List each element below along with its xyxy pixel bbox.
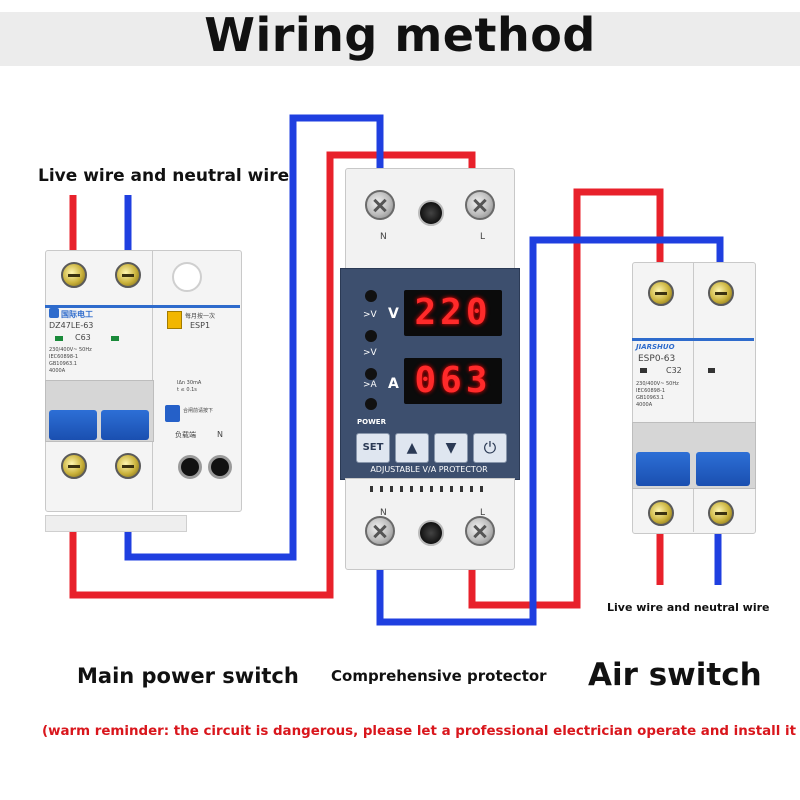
terminal-label: L — [480, 508, 486, 518]
terminal-screw-icon[interactable] — [465, 190, 495, 220]
protector-to-air-live-wire — [468, 188, 664, 609]
protector-caption: ADJUSTABLE V/A PROTECTOR — [370, 465, 488, 474]
protector-label: Comprehensive protector — [331, 667, 547, 685]
brand-name: 国际电工 — [61, 310, 93, 319]
breaker-toggle-lever[interactable] — [101, 410, 149, 440]
undervoltage-label: >V — [363, 348, 377, 358]
spec-line: IEC60898-1 — [636, 388, 666, 394]
set-button-label: SET — [362, 442, 384, 453]
indicator-led — [365, 398, 377, 410]
air-switch-label: Air switch — [588, 657, 762, 693]
spec-line: 4000A — [49, 368, 66, 374]
power-label: POWER — [357, 418, 386, 426]
live-neutral-label-top: Live wire and neutral wire — [38, 166, 290, 186]
down-button[interactable]: ▼ — [434, 433, 468, 463]
comprehensive-protector: N L >V >V >A POWER V A 220 063 SET ▲ ▼ ⏻… — [340, 168, 520, 570]
current-unit: A — [388, 376, 399, 392]
terminal-screw-icon[interactable] — [115, 453, 141, 479]
terminal-label: L — [480, 232, 486, 242]
reset-button[interactable] — [165, 405, 180, 422]
neutral-terminal-label: N — [217, 430, 223, 439]
power-icon: ⏻ — [483, 438, 497, 457]
load-side-label: 负载端 — [175, 431, 196, 439]
breaker-toggle-lever[interactable] — [49, 410, 97, 440]
neutral-terminal-icon[interactable] — [178, 455, 202, 479]
neutral-terminal-icon[interactable] — [208, 455, 232, 479]
reset-note: 合闸前请按下 — [183, 408, 214, 414]
terminal-screw-icon[interactable] — [648, 500, 674, 526]
down-arrow-icon: ▼ — [445, 440, 457, 456]
vent-slots-icon — [370, 486, 488, 492]
page-title: Wiring method — [204, 8, 596, 62]
status-indicator — [111, 336, 119, 341]
indicator-led — [365, 368, 377, 380]
voltage-reading: 220 — [414, 292, 492, 333]
spec-line: 230/400V~ 50Hz — [49, 347, 92, 353]
monthly-test-note: 每月按一次 — [185, 313, 216, 320]
spec-line: 230/400V~ 50Hz — [636, 381, 679, 387]
warning-reminder: (warm reminder: the circuit is dangerous… — [42, 724, 796, 739]
breaker-toggle-lever[interactable] — [696, 452, 750, 486]
terminal-screw-icon[interactable] — [61, 262, 87, 288]
main-to-protector-live-wire — [69, 151, 476, 599]
up-button[interactable]: ▲ — [395, 433, 429, 463]
indicator-lens-icon — [418, 520, 444, 546]
test-port-icon — [172, 262, 202, 292]
indicator-led — [365, 290, 377, 302]
status-indicator — [640, 368, 647, 373]
terminal-label: N — [380, 232, 387, 242]
voltage-unit: V — [388, 306, 399, 322]
terminal-label: N — [380, 508, 387, 518]
up-arrow-icon: ▲ — [406, 440, 418, 456]
current-rating: C32 — [666, 366, 682, 375]
title-band — [0, 12, 800, 66]
indicator-lens-icon — [418, 200, 444, 226]
brand-name: JIARSHUO — [636, 343, 675, 351]
terminal-screw-icon[interactable] — [708, 500, 734, 526]
module-name: ESP1 — [190, 321, 211, 330]
rcd-spec: t ≤ 0.1s — [177, 387, 197, 393]
terminal-screw-icon[interactable] — [61, 453, 87, 479]
brand-logo-icon — [49, 308, 59, 318]
rcd-spec: IΔn 30mA — [177, 380, 202, 386]
main-to-protector-neutral-wire — [124, 114, 384, 561]
terminal-screw-icon[interactable] — [708, 280, 734, 306]
breaker-toggle-lever[interactable] — [636, 452, 690, 486]
overcurrent-label: >A — [363, 380, 377, 390]
terminal-screw-icon[interactable] — [648, 280, 674, 306]
current-display: 063 — [404, 358, 502, 404]
main-power-switch: 国际电工 DZ47LE-63 C63 230/400V~ 50Hz IEC608… — [45, 250, 245, 532]
test-button[interactable] — [167, 311, 182, 329]
spec-line: IEC60898-1 — [49, 354, 79, 360]
voltage-display: 220 — [404, 290, 502, 336]
terminal-screw-icon[interactable] — [115, 262, 141, 288]
live-neutral-label-right: Live wire and neutral wire — [607, 601, 770, 614]
model-number: DZ47LE-63 — [49, 321, 94, 330]
status-indicator — [708, 368, 715, 373]
indicator-led — [365, 330, 377, 342]
terminal-screw-icon[interactable] — [365, 190, 395, 220]
set-button[interactable]: SET — [356, 433, 390, 463]
air-switch: JIARSHUO ESP0-63 C32 230/400V~ 50Hz IEC6… — [632, 262, 756, 537]
status-indicator — [55, 336, 63, 341]
overvoltage-label: >V — [363, 310, 377, 320]
spec-line: 4000A — [636, 402, 653, 408]
power-button[interactable]: ⏻ — [473, 433, 507, 463]
terminal-screw-icon[interactable] — [465, 516, 495, 546]
terminal-screw-icon[interactable] — [365, 516, 395, 546]
main-switch-label: Main power switch — [77, 664, 299, 688]
current-reading: 063 — [414, 360, 492, 401]
spec-line: GB10963.1 — [636, 395, 664, 401]
protector-to-air-neutral-wire — [376, 236, 724, 626]
current-rating: C63 — [75, 333, 91, 342]
model-number: ESP0-63 — [638, 354, 676, 364]
spec-line: GB10963.1 — [49, 361, 77, 367]
